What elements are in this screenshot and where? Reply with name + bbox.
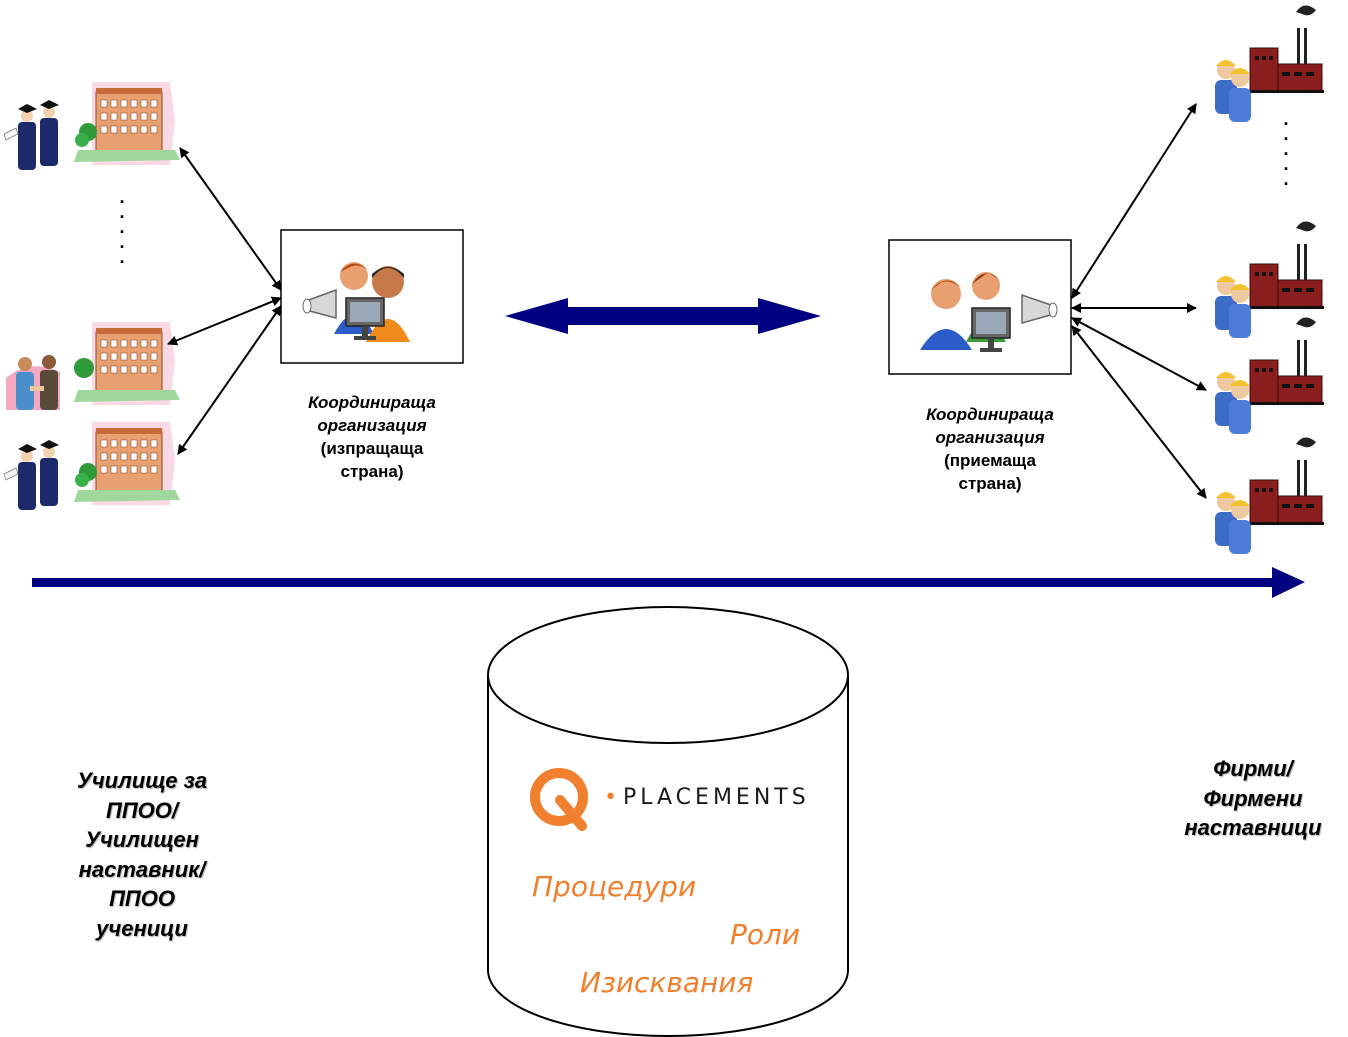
firm-link-arrow [1071,325,1207,499]
firms-ellipsis: ..... [1283,109,1289,189]
sending-coordinator-label: Координираща организация (изпращаща стра… [308,393,436,481]
school-side-label: Училище за ППОО/ Училищен наставник/ ППО… [76,768,208,941]
coordination-double-arrow [505,298,821,334]
schools-ellipsis: ..... [119,187,125,267]
school-link-arrow [177,305,282,455]
graduates-school-icon [3,421,181,511]
firm-link-arrow [1071,317,1207,391]
db-item-procedures: Процедури [532,870,697,903]
db-item-roles: Роли [730,918,801,951]
process-timeline-arrowhead [1272,567,1305,598]
worker-factory-icon [1214,436,1325,555]
q-logo-icon [530,768,588,831]
brand-wordmark: •PLACEMENTS [604,785,810,810]
sending-coordinator-box [280,229,464,364]
database-cylinder-top [487,606,849,744]
receiving-coordinator-label: Координираща организация (приемаща стран… [926,405,1054,493]
graduates-school-icon [3,81,181,171]
database-cylinder-body [487,675,849,1037]
school-link-arrow [179,147,282,291]
process-timeline-bar [32,578,1276,587]
school-link-arrow [167,296,282,346]
handshake-school-icon [5,321,181,411]
worker-factory-icon [1214,4,1325,123]
firm-side-label: Фирми/ Фирмени наставници [1184,756,1322,840]
firm-link-arrow [1071,103,1197,299]
db-item-requirements: Изисквания [580,966,754,999]
